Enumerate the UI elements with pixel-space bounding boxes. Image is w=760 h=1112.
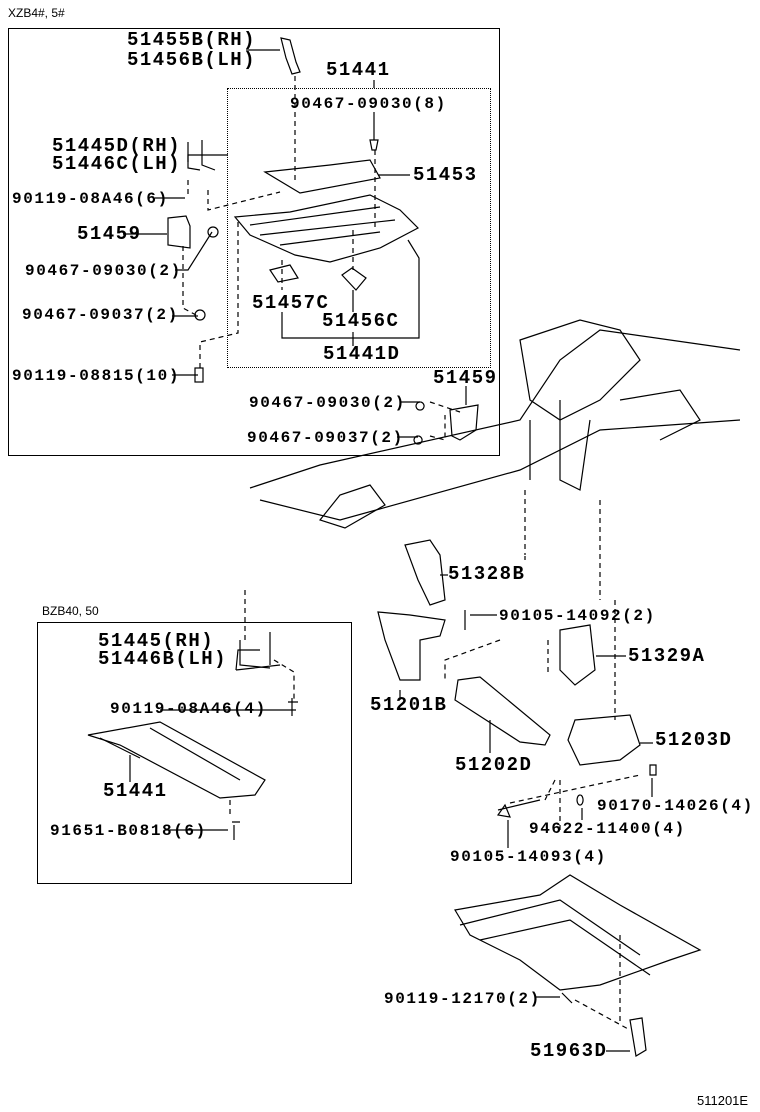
- label-51457C: 51457C: [252, 292, 330, 314]
- label-91651-B0818-6: 91651-B0818(6): [50, 822, 207, 840]
- label-51453: 51453: [413, 164, 478, 186]
- label-51455B: 51455B(RH): [127, 29, 257, 51]
- label-90119-08815-10: 90119-08815(10): [12, 367, 181, 385]
- label-51963D: 51963D: [530, 1040, 608, 1062]
- panel-top: [8, 28, 500, 456]
- label-90170-14026-4: 90170-14026(4): [597, 797, 754, 815]
- label-90467-09030-8: 90467-09030(8): [290, 95, 447, 113]
- label-51202D: 51202D: [455, 754, 533, 776]
- label-90119-08A46-4: 90119-08A46(4): [110, 700, 267, 718]
- label-90467-09037-2-b: 90467-09037(2): [247, 429, 404, 447]
- label-90119-08A46-6: 90119-08A46(6): [12, 190, 169, 208]
- label-90467-09030-2-a: 90467-09030(2): [25, 262, 182, 280]
- figure-code: 511201E: [697, 1093, 749, 1108]
- panel-bottom: [37, 622, 352, 884]
- label-51446C: 51446C(LH): [52, 153, 182, 175]
- label-90105-14092-2: 90105-14092(2): [499, 607, 656, 625]
- label-51201B: 51201B: [370, 694, 448, 716]
- label-51445D: 51445D(RH): [52, 135, 182, 157]
- label-51446B: 51446B(LH): [98, 648, 228, 670]
- label-94622-11400-4: 94622-11400(4): [529, 820, 686, 838]
- label-51459-b: 51459: [433, 367, 498, 389]
- variant-label-bottom: BZB40, 50: [42, 604, 99, 618]
- label-51456B: 51456B(LH): [127, 49, 257, 71]
- label-90467-09037-2-a: 90467-09037(2): [22, 306, 179, 324]
- assembly-box-51441: [227, 88, 491, 368]
- label-51459-a: 51459: [77, 223, 142, 245]
- label-90467-09030-2-b: 90467-09030(2): [249, 394, 406, 412]
- label-51441-bottom: 51441: [103, 780, 168, 802]
- label-90105-14093-4: 90105-14093(4): [450, 848, 607, 866]
- label-51329A: 51329A: [628, 645, 706, 667]
- label-51203D: 51203D: [655, 729, 733, 751]
- label-51328B: 51328B: [448, 563, 526, 585]
- variant-label-top: XZB4#, 5#: [8, 6, 65, 20]
- label-90119-12170-2: 90119-12170(2): [384, 990, 541, 1008]
- label-51445: 51445(RH): [98, 630, 215, 652]
- label-51456C: 51456C: [322, 310, 400, 332]
- label-51441: 51441: [326, 59, 391, 81]
- label-51441D: 51441D: [323, 343, 401, 365]
